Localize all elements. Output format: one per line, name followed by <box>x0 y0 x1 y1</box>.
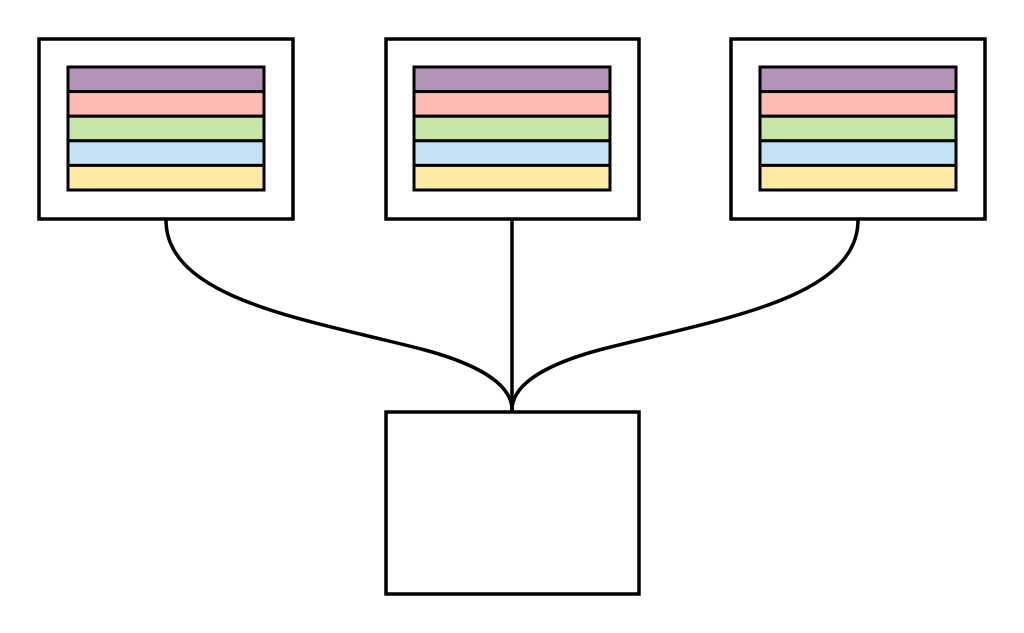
parent-node-right <box>729 37 987 221</box>
connector-left-to-bottom <box>164 218 514 412</box>
color-stack-right <box>758 65 958 192</box>
band-right-5 <box>758 163 958 192</box>
connector-group <box>164 218 860 412</box>
parent-node-center <box>384 37 641 221</box>
band-right-4 <box>758 139 958 167</box>
color-stack-left <box>66 65 266 192</box>
band-left-4 <box>66 139 266 167</box>
band-center-3 <box>412 114 612 143</box>
child-node-bottom <box>384 410 641 596</box>
band-left-2 <box>66 90 266 118</box>
connector-right-to-bottom <box>510 218 860 412</box>
band-left-5 <box>66 163 266 192</box>
band-center-4 <box>412 139 612 167</box>
band-right-3 <box>758 114 958 143</box>
band-left-1 <box>66 65 266 94</box>
band-center-2 <box>412 90 612 118</box>
band-center-5 <box>412 163 612 192</box>
band-left-3 <box>66 114 266 143</box>
parent-node-left <box>37 37 295 221</box>
band-center-1 <box>412 65 612 94</box>
band-right-2 <box>758 90 958 118</box>
node-box-bottom <box>384 410 641 596</box>
band-right-1 <box>758 65 958 94</box>
color-stack-center <box>412 65 612 192</box>
